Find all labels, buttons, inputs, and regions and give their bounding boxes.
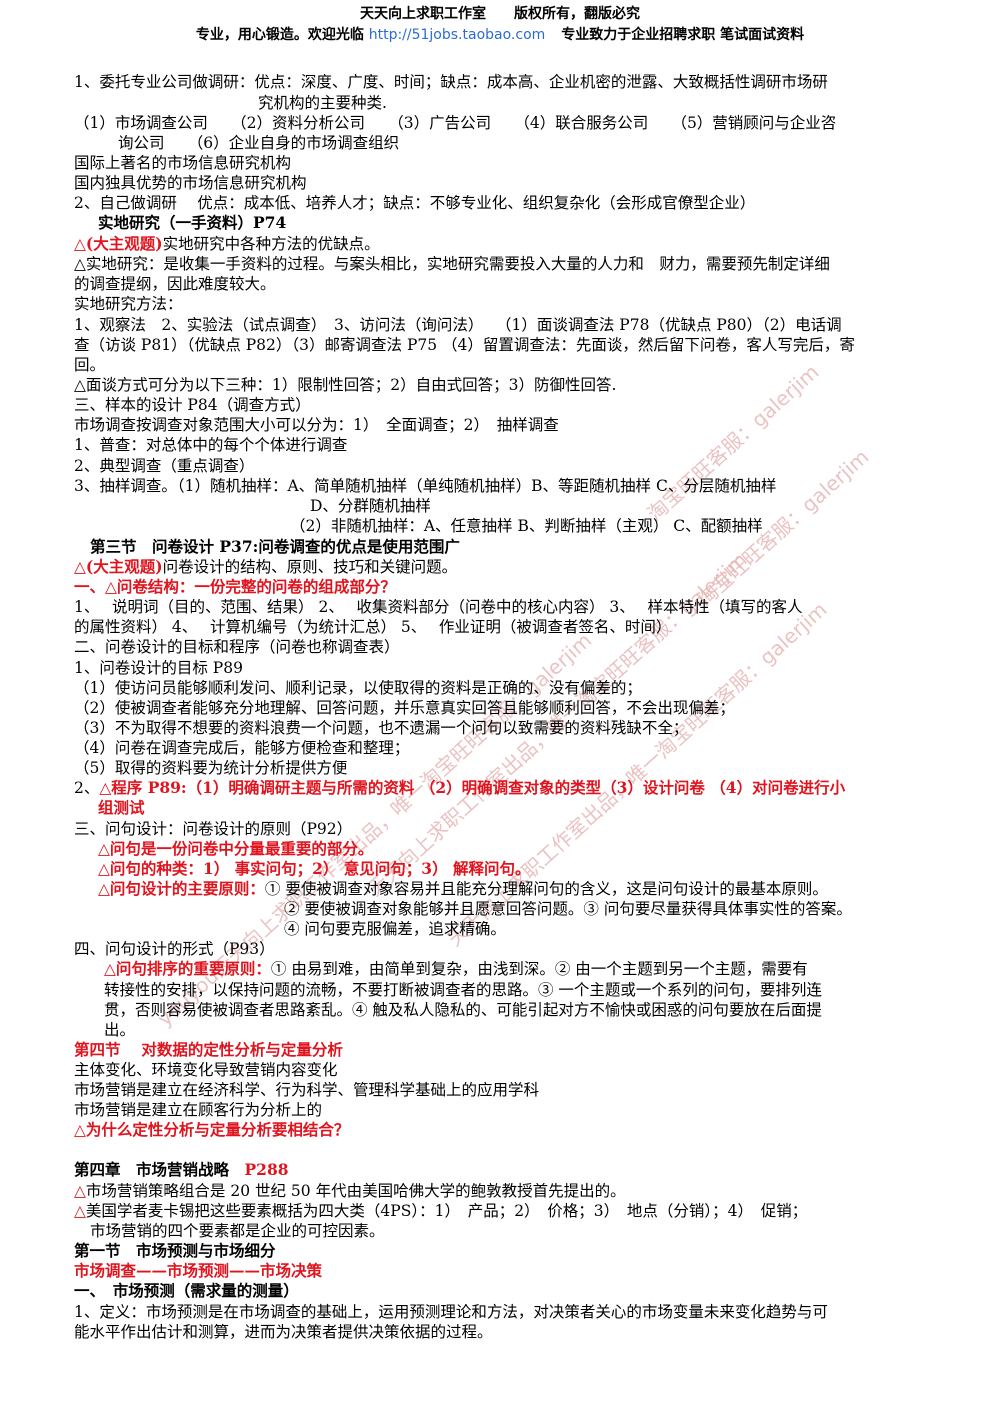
text-line: 1、问卷设计的目标 P89 bbox=[74, 659, 243, 677]
highlight: △问句排序的重要原则： bbox=[104, 959, 271, 978]
section-heading: 第四节 对数据的定性分析与定量分析 bbox=[74, 1040, 343, 1059]
text-line: 二、问卷设计的目标和程序（问卷也称调查表） bbox=[74, 638, 400, 656]
text: 市场营销策略组合是 20 世纪 50 年代由美国哈佛大学的鲍敦教授首先提出的。 bbox=[85, 1182, 626, 1200]
section-heading: 第三节 问卷设计 P37:问卷调查的优点是使用范围广 bbox=[90, 537, 460, 556]
specialty: 专业致力于企业招聘求职 笔试面试资料 bbox=[561, 27, 805, 43]
text-line: 四、问句设计的形式（P93） bbox=[74, 940, 275, 958]
text-line: 市场调查按调查对象范围大小可以分为：1） 全面调查；2） 抽样调查 bbox=[74, 416, 559, 434]
text-line: 一、△问卷结构：一份完整的问卷的组成部分？ bbox=[74, 577, 396, 596]
text-line: 三、样本的设计 P84（调查方式） bbox=[74, 396, 311, 414]
text-line: （1）使访问员能够顺利发问、顺利记录，以使取得的资料是正确的、没有偏差的； bbox=[74, 679, 642, 697]
text-line: 实地研究方法： bbox=[74, 295, 183, 313]
shop-link[interactable]: http://51jobs.taobao.com bbox=[368, 27, 546, 43]
text-line: 回。 bbox=[74, 356, 106, 374]
text-line: 2、△程序 P89:（1）明确调研主题与所需的资料 （2）明确调查对象的类型（3… bbox=[74, 778, 934, 798]
text-line: △美国学者麦卡锡把这些要素概括为四大类（4PS）：1） 产品；2） 价格；3） … bbox=[74, 1201, 934, 1221]
section-heading: 第一节 市场预测与市场细分 bbox=[74, 1241, 276, 1260]
highlight: △ bbox=[74, 1181, 86, 1200]
text: 问卷设计的结构、原则、技巧和关键问题。 bbox=[162, 558, 458, 576]
text-line: △问句的种类：1） 事实问句；2） 意见问句；3） 解释问句。 bbox=[98, 859, 531, 878]
slogan: 专业，用心锻造。欢迎光临 bbox=[195, 27, 364, 43]
text-line: △(大主观题)问卷设计的结构、原则、技巧和关键问题。 bbox=[74, 557, 934, 577]
text-line: 市场营销的四个要素都是企业的可控因素。 bbox=[90, 1222, 385, 1240]
text-line: △为什么定性分析与定量分析要相结合？ bbox=[74, 1120, 350, 1139]
text-line: 的属性资料） 4、 计算机编号（为统计汇总） 5、 作业证明（被调查者签名、时间… bbox=[74, 618, 672, 636]
text-line: 查（访谈 P81）（优缺点 P82）（3）邮寄调查法 P75 （4）留置调查法：… bbox=[74, 336, 855, 354]
text-line: 贯，否则容易使被调查者思路紊乱。④ 触及私人隐私的、可能引起对方不愉快或困惑的问… bbox=[104, 1001, 822, 1019]
text-line: 三、问句设计：问卷设计的原则（P92） bbox=[74, 820, 353, 838]
text-line: （4）问卷在调查完成后，能够方便检查和整理； bbox=[74, 739, 410, 757]
text-line: ④ 问句要克服偏差，追求精确。 bbox=[284, 920, 506, 938]
text-line: 国内独具优势的市场信息研究机构 bbox=[74, 174, 307, 192]
text-line: 能水平作出估计和测算，进而为决策者提供决策依据的过程。 bbox=[74, 1323, 493, 1341]
text-line: △问句设计的主要原则：① 要使被调查对象容易并且能充分理解问句的含义，这是问句设… bbox=[98, 879, 958, 899]
copyright-notice: 版权所有，翻版必究 bbox=[514, 6, 640, 22]
text-line: ② 要使被调查对象能够并且愿意回答问题。③ 问句要尽量获得具体事实性的答案。 bbox=[284, 900, 852, 918]
text-line: 组测试 bbox=[98, 798, 145, 817]
text-line: 市场营销是建立在经济科学、行为科学、管理科学基础上的应用学科 bbox=[74, 1081, 540, 1099]
text-line: 询公司 （6）企业自身的市场调查组织 bbox=[118, 134, 400, 152]
highlight: △(大主观题) bbox=[74, 234, 163, 253]
text-line: （3）不为取得不想要的资料浪费一个问题，也不遗漏一个问句以致需要的资料残缺不全； bbox=[74, 719, 689, 737]
text-line: 究机构的主要种类. bbox=[258, 94, 387, 112]
text-line: 1、普查：对总体中的每个个体进行调查 bbox=[74, 436, 348, 454]
text-line: 1、观察法 2、实验法（试点调查） 3、访问法（询问法） （1）面谈调查法 P7… bbox=[74, 316, 842, 334]
highlight: △ bbox=[74, 1201, 86, 1220]
text-line: △(大主观题)实地研究中各种方法的优缺点。 bbox=[74, 234, 934, 254]
text-line: 1、定义：市场预测是在市场调查的基础上，运用预测理论和方法，对决策者关心的市场变… bbox=[74, 1303, 828, 1321]
studio-name: 天天向上求职工作室 bbox=[360, 6, 486, 22]
chapter-heading: 第四章 市场营销战略 P288 bbox=[74, 1160, 934, 1180]
text-line: 市场营销是建立在顾客行为分析上的 bbox=[74, 1101, 323, 1119]
text-line: 1、 说明词（目的、范围、结果） 2、 收集资料部分（问卷中的核心内容） 3、 … bbox=[74, 598, 803, 616]
page-header-line-1: 天天向上求职工作室 版权所有，翻版必究 bbox=[0, 3, 1000, 23]
text: ① 由易到难，由简单到复杂，由浅到深。② 由一个主题到另一个主题，需要有 bbox=[270, 960, 808, 978]
highlight: △(大主观题) bbox=[74, 557, 163, 576]
text-line: 转接性的安排，以保持问题的流畅，不要打断被调查者的思路。③ 一个主题或一个系列的… bbox=[104, 981, 822, 999]
text: 第四章 市场营销战略 bbox=[74, 1160, 245, 1179]
section-heading: 一、 市场预测（需求量的测量） bbox=[74, 1281, 299, 1300]
text: 2、 bbox=[74, 779, 100, 797]
text-line: （2）使被调查者能够充分地理解、回答问题，并乐意真实回答且能够顺利回答，不会出现… bbox=[74, 699, 735, 717]
text-line: 1、委托专业公司做调研：优点：深度、广度、时间；缺点：成本高、企业机密的泄露、大… bbox=[74, 73, 828, 91]
text-line: △实地研究：是收集一手资料的过程。与案头相比，实地研究需要投入大量的人力和 财力… bbox=[74, 255, 830, 273]
text-line: △问句排序的重要原则：① 由易到难，由简单到复杂，由浅到深。② 由一个主题到另一… bbox=[104, 959, 964, 979]
text-line: 市场调查——市场预测——市场决策 bbox=[74, 1261, 323, 1280]
text-line: 出。 bbox=[104, 1021, 136, 1039]
highlight: △问句设计的主要原则： bbox=[98, 879, 265, 898]
section-heading: 实地研究（一手资料）P74 bbox=[98, 213, 287, 232]
text: 美国学者麦卡锡把这些要素概括为四大类（4PS）：1） 产品；2） 价格；3） 地… bbox=[85, 1202, 808, 1220]
page-header-line-2: 专业，用心锻造。欢迎光临 http://51jobs.taobao.com 专业致… bbox=[0, 24, 1000, 44]
highlight: △程序 P89:（1）明确调研主题与所需的资料 （2）明确调查对象的类型（3）设… bbox=[99, 778, 846, 797]
text-line: 2、典型调查（重点调查） bbox=[74, 457, 255, 475]
text-line: 2、自己做调研 优点：成本低、培养人才；缺点：不够专业化、组织复杂化（会形成官僚… bbox=[74, 194, 756, 212]
text-line: 的调查提纲，因此难度较大。 bbox=[74, 275, 276, 293]
text-line: 国际上著名的市场信息研究机构 bbox=[74, 154, 292, 172]
text-line: （1）市场调查公司 （2）资料分析公司 （3）广告公司 （4）联合服务公司 （5… bbox=[74, 114, 837, 132]
text: ① 要使被调查对象容易并且能充分理解问句的含义，这是问句设计的最基本原则。 bbox=[264, 880, 828, 898]
highlight: P288 bbox=[244, 1160, 289, 1179]
text-line: △市场营销策略组合是 20 世纪 50 年代由美国哈佛大学的鲍敦教授首先提出的。 bbox=[74, 1181, 934, 1201]
text-line: （5）取得的资料要为统计分析提供方便 bbox=[74, 759, 348, 777]
text-line: （2）非随机抽样：A、任意抽样 B、判断抽样（主观） C、配额抽样 bbox=[290, 517, 763, 535]
text-line: △面谈方式可分为以下三种：1）限制性回答；2）自由式回答；3）防御性回答. bbox=[74, 376, 617, 394]
text-line: 3、抽样调查。（1）随机抽样：A、简单随机抽样（单纯随机抽样）B、等距随机抽样 … bbox=[74, 477, 777, 495]
text-line: △问句是一份问卷中分量最重要的部分。 bbox=[98, 839, 374, 858]
text-line: 主体变化、环境变化导致营销内容变化 bbox=[74, 1061, 338, 1079]
text: 实地研究中各种方法的优缺点。 bbox=[162, 235, 380, 253]
text-line: D、分群随机抽样 bbox=[310, 497, 431, 515]
